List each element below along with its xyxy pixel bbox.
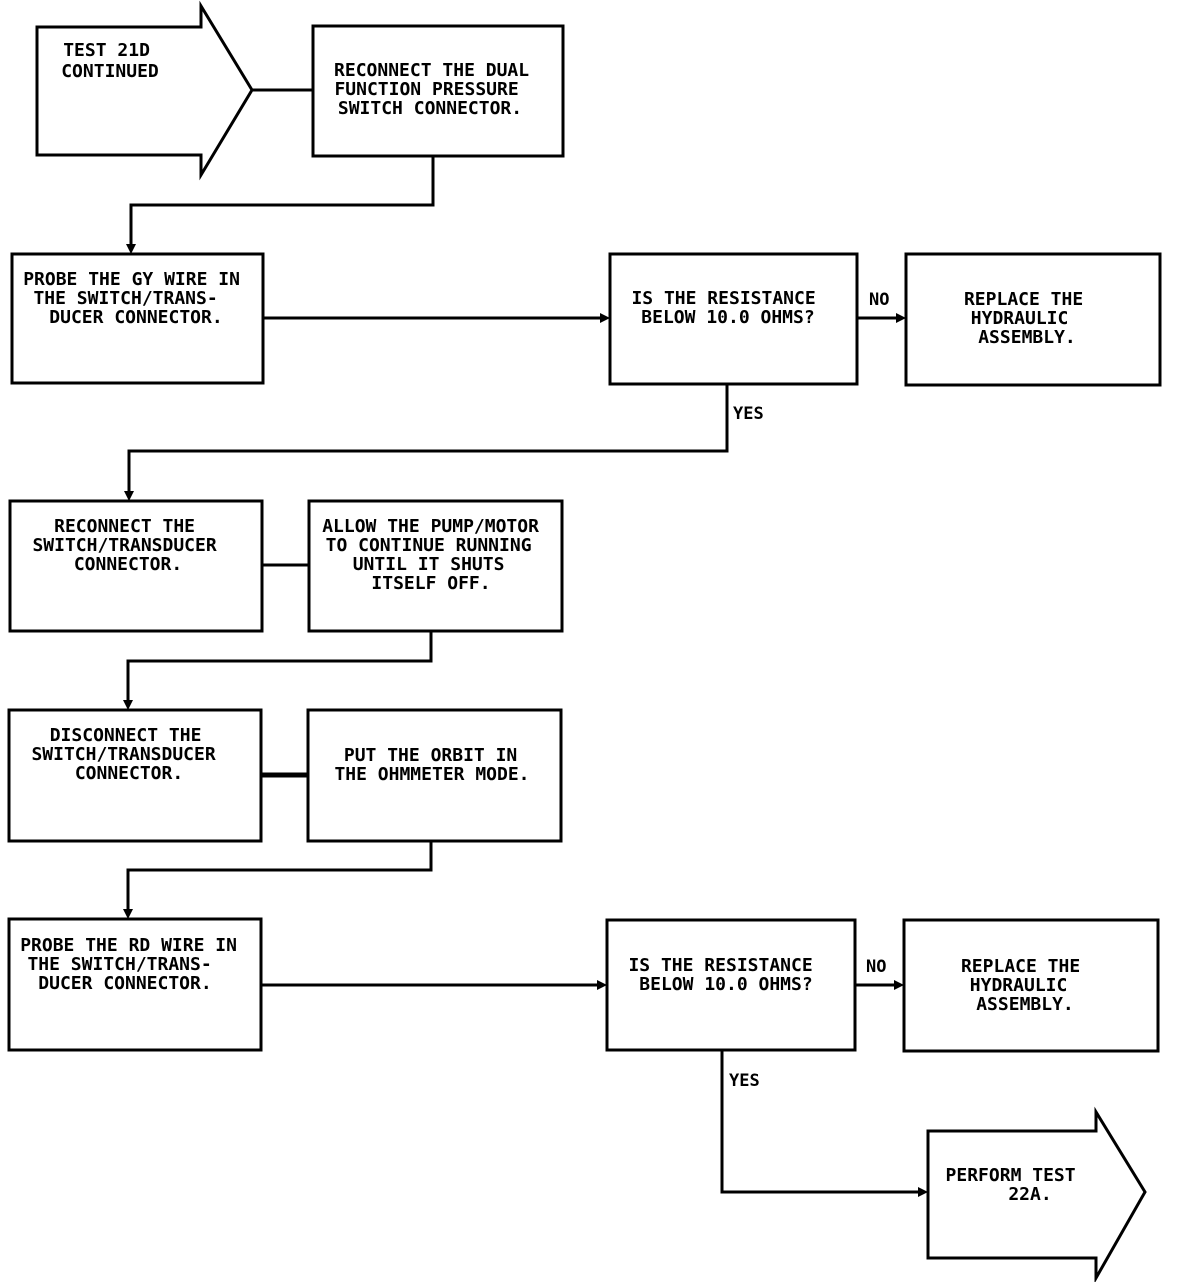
allow-pump-label: ALLOW THE PUMP/MOTOR TO CONTINUE RUNNING… <box>322 516 550 594</box>
arrowhead-down <box>123 909 133 919</box>
arrowhead-right <box>896 313 906 323</box>
question-1-node: IS THE RESISTANCE BELOW 10.0 OHMS? <box>608 252 859 386</box>
arrowhead-right <box>600 313 610 323</box>
question-2-node: IS THE RESISTANCE BELOW 10.0 OHMS? <box>605 918 857 1052</box>
replace-hydraulic-2-node: REPLACE THE HYDRAULIC ASSEMBLY. <box>902 918 1160 1053</box>
edge-label-q2-no: NO <box>866 957 886 977</box>
probe-rd-node: PROBE THE RD WIRE IN THE SWITCH/TRANS- D… <box>7 917 263 1052</box>
edge-label-q1-yes: YES <box>733 404 764 424</box>
disconnect-switch-label: DISCONNECT THE SWITCH/TRANSDUCER CONNECT… <box>31 725 226 784</box>
connector-put-orbit-to-probe-rd <box>126 842 433 911</box>
replace-hydraulic-1-box <box>904 252 1162 387</box>
reconnect-dual-node: RECONNECT THE DUAL FUNCTION PRESSURE SWI… <box>311 24 565 158</box>
reconnect-dual-label: RECONNECT THE DUAL FUNCTION PRESSURE SWI… <box>334 60 540 119</box>
edge-label-q2-yes: YES <box>729 1071 760 1091</box>
disconnect-switch-box <box>7 708 263 843</box>
probe-rd-label: PROBE THE RD WIRE IN THE SWITCH/TRANS- D… <box>20 935 248 994</box>
allow-pump-box <box>307 499 564 633</box>
connector-q1-yes <box>127 385 729 493</box>
arrowhead-right <box>918 1187 928 1197</box>
probe-gy-label: PROBE THE GY WIRE IN THE SWITCH/TRANS- D… <box>23 269 251 328</box>
arrowhead-right <box>597 980 607 990</box>
arrowhead-right <box>894 980 904 990</box>
end-label: PERFORM TEST 22A. <box>946 1165 1087 1205</box>
reconnect-switch-label: RECONNECT THE SWITCH/TRANSDUCER CONNECTO… <box>32 516 227 575</box>
end-node: PERFORM TEST 22A. <box>926 1106 1147 1282</box>
replace-hydraulic-2-box <box>902 918 1160 1053</box>
allow-pump-node: ALLOW THE PUMP/MOTOR TO CONTINUE RUNNING… <box>307 499 564 633</box>
arrowhead-down <box>124 491 134 501</box>
put-orbit-label: PUT THE ORBIT IN THE OHMMETER MODE. <box>334 745 529 785</box>
arrowhead-down <box>126 244 136 254</box>
question-1-label: IS THE RESISTANCE BELOW 10.0 OHMS? <box>631 288 826 328</box>
probe-gy-node: PROBE THE GY WIRE IN THE SWITCH/TRANS- D… <box>10 252 265 385</box>
start-node: TEST 21D CONTINUED <box>35 0 254 181</box>
probe-gy-box <box>10 252 265 385</box>
arrowhead-down <box>123 700 133 710</box>
question-2-box <box>605 918 857 1052</box>
question-1-box <box>608 252 859 386</box>
connector-allow-pump-to-disconnect <box>126 631 433 702</box>
start-label: TEST 21D CONTINUED <box>61 40 161 82</box>
connector-reconnect-dual-to-probe-gy <box>129 156 435 246</box>
probe-rd-box <box>7 917 263 1052</box>
reconnect-switch-node: RECONNECT THE SWITCH/TRANSDUCER CONNECTO… <box>8 499 264 633</box>
put-orbit-box <box>306 708 563 843</box>
connector-q2-yes <box>720 1050 920 1194</box>
reconnect-switch-box <box>8 499 264 633</box>
reconnect-dual-box <box>311 24 565 158</box>
edge-label-q1-no: NO <box>869 290 889 310</box>
replace-hydraulic-1-label: REPLACE THE HYDRAULIC ASSEMBLY. <box>964 289 1094 348</box>
connectors <box>123 88 928 1197</box>
replace-hydraulic-1-node: REPLACE THE HYDRAULIC ASSEMBLY. <box>904 252 1162 387</box>
question-2-label: IS THE RESISTANCE BELOW 10.0 OHMS? <box>628 955 823 995</box>
replace-hydraulic-2-label: REPLACE THE HYDRAULIC ASSEMBLY. <box>961 956 1091 1015</box>
put-orbit-node: PUT THE ORBIT IN THE OHMMETER MODE. <box>306 708 563 843</box>
end-arrow-shape <box>926 1106 1147 1282</box>
disconnect-switch-node: DISCONNECT THE SWITCH/TRANSDUCER CONNECT… <box>7 708 263 843</box>
start-arrow-shape <box>35 0 254 181</box>
